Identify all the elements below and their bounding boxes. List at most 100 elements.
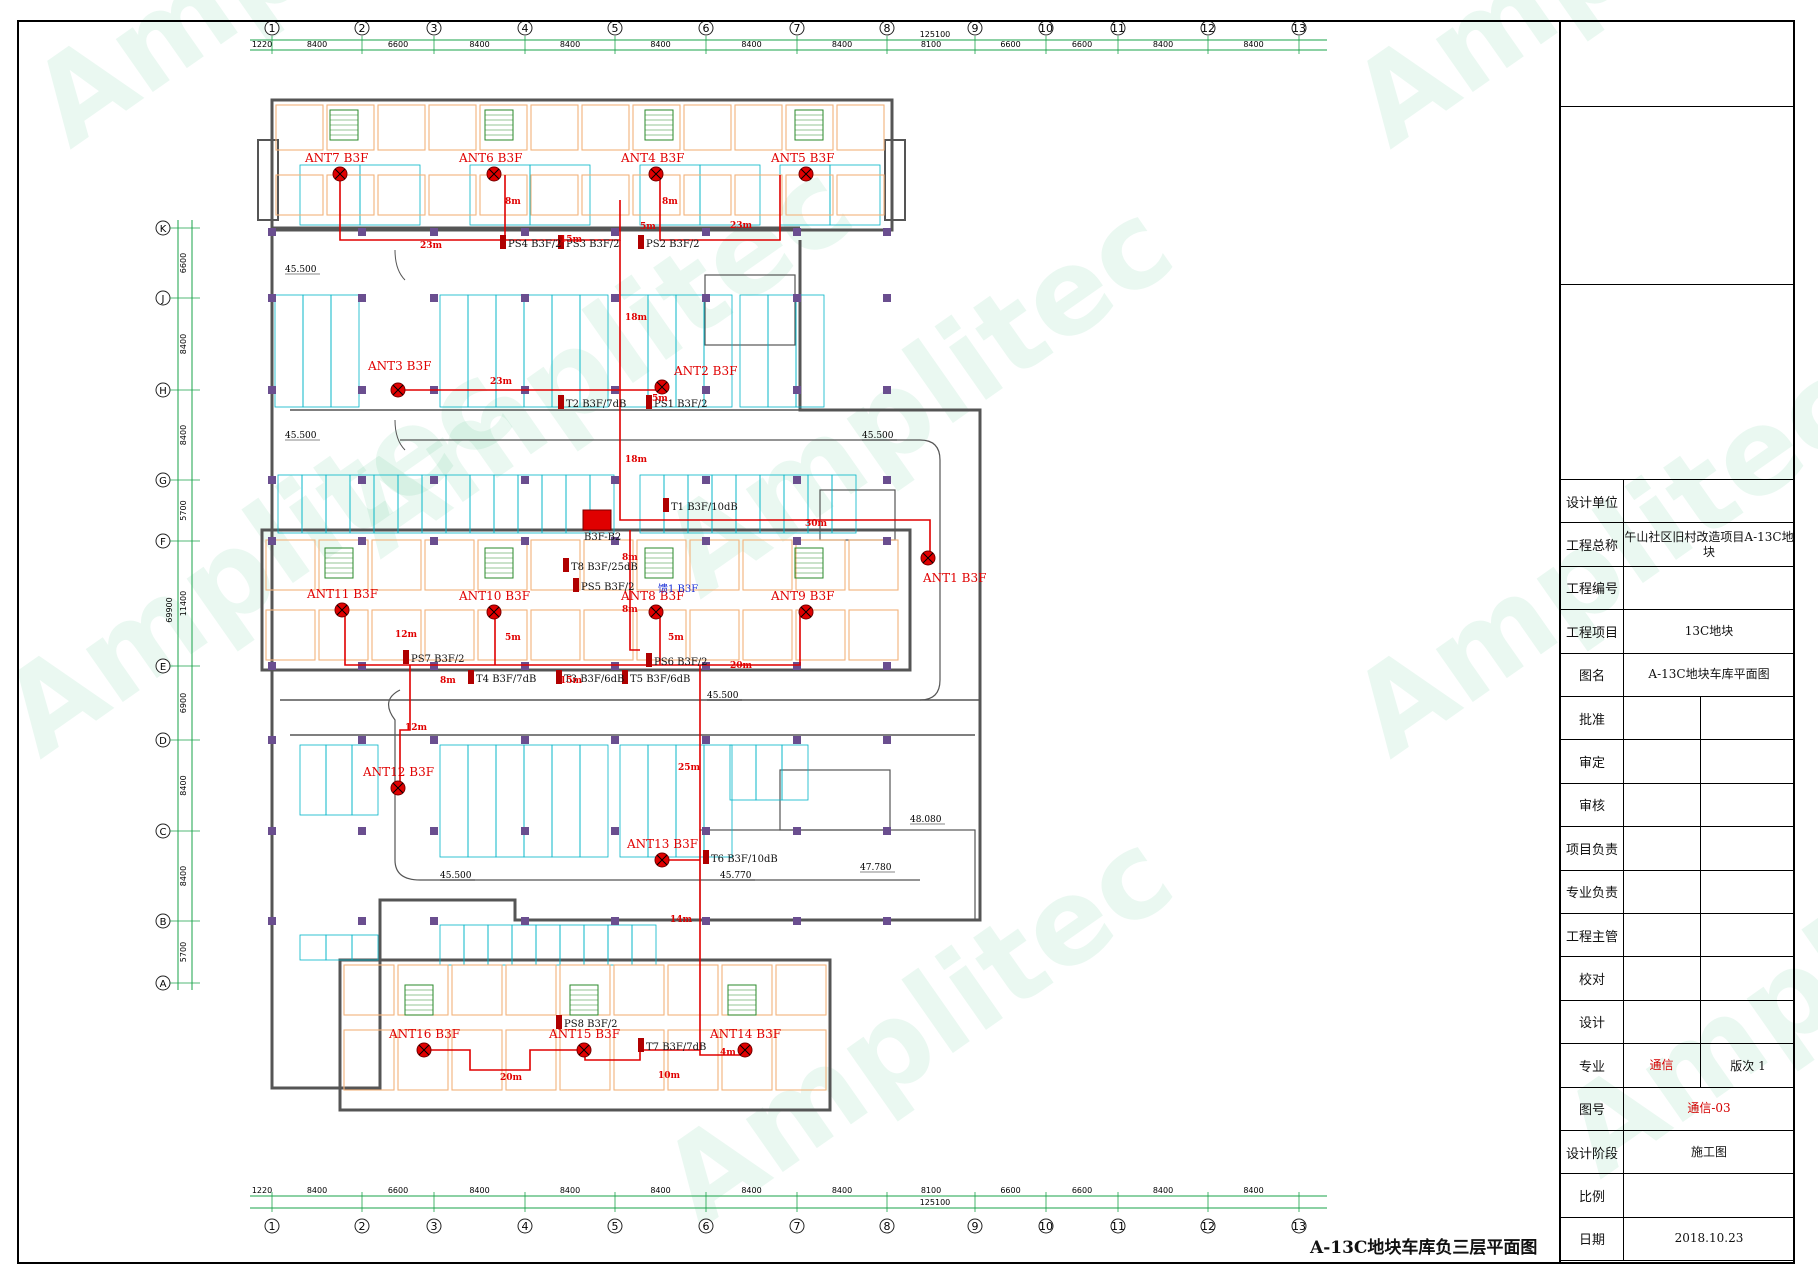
grid-column-label: 9	[972, 1220, 979, 1233]
antenna-cross	[488, 168, 500, 180]
row-spacing-label: 8400	[179, 334, 188, 354]
parking-stall	[330, 294, 360, 408]
grid-row-label: J	[161, 294, 165, 305]
antenna-cross	[800, 606, 812, 618]
cable-length-label: 5m	[668, 633, 684, 643]
ramp-arc	[394, 249, 406, 451]
room	[689, 539, 740, 591]
column	[883, 476, 891, 484]
room	[775, 964, 827, 1016]
title-block-value	[1623, 1174, 1795, 1216]
room	[795, 539, 846, 591]
column	[430, 476, 438, 484]
room	[583, 539, 634, 591]
column	[358, 736, 366, 744]
row-spacing-label: 11400	[179, 591, 188, 616]
antenna-label: ANT11 B3F	[306, 587, 378, 601]
column	[793, 386, 801, 394]
elevation-label: 47.780	[860, 863, 892, 873]
room	[275, 174, 324, 216]
room	[451, 964, 503, 1016]
cable-length-label: 8m	[505, 197, 521, 207]
title-block-signature-cell	[1701, 740, 1795, 782]
cable-route	[659, 175, 781, 241]
column-spacing-label: 6600	[1000, 1186, 1020, 1195]
rooms	[265, 104, 899, 1091]
equipment-room	[704, 274, 796, 346]
device-label: 馈1 B3F	[658, 582, 698, 595]
grid-column-label: 5	[612, 22, 619, 35]
device-label: PS1 B3F/2	[654, 399, 708, 410]
device-label: T5 B3F/6dB	[630, 674, 690, 685]
column	[611, 917, 619, 925]
column	[358, 537, 366, 545]
grid-bubble	[1200, 1218, 1216, 1234]
antenna-label: ANT3 B3F	[367, 359, 431, 373]
title-block-label: 工程项目	[1561, 610, 1624, 653]
column	[702, 476, 710, 484]
column	[268, 228, 276, 236]
column	[268, 827, 276, 835]
antenna-label: ANT14 B3F	[709, 1027, 781, 1041]
device-label: PS7 B3F/2	[411, 654, 465, 665]
room	[265, 539, 316, 591]
cable-route	[420, 1049, 700, 1071]
antenna-cross	[488, 606, 500, 618]
column	[611, 827, 619, 835]
device-label: T1 B3F/10dB	[671, 502, 738, 513]
column	[883, 827, 891, 835]
title-block-value	[1623, 740, 1701, 783]
room	[848, 609, 899, 661]
grid-column-label: 5	[612, 1220, 619, 1233]
room	[479, 104, 528, 151]
room	[451, 1029, 503, 1091]
room	[530, 609, 581, 661]
parking-stall	[589, 474, 615, 534]
cable-length-label: 12m	[405, 723, 428, 733]
column	[521, 476, 529, 484]
parking-stall	[699, 164, 761, 226]
title-block-signature-cell	[1701, 957, 1795, 999]
splitter-marker	[663, 498, 669, 512]
room	[479, 174, 528, 216]
splitter-marker	[403, 650, 409, 664]
grid-row-label: H	[159, 386, 167, 397]
room	[581, 104, 630, 151]
column-spacing-label: 8400	[307, 40, 327, 49]
room	[667, 964, 719, 1016]
title-block-signature-cell	[1701, 871, 1795, 913]
column-spacing-label: 1220	[252, 40, 272, 49]
column	[883, 736, 891, 744]
grid-column-label: 12	[1201, 1220, 1215, 1233]
splitter-marker	[703, 850, 709, 864]
title-block-row: 专业通信版次 1	[1561, 1043, 1795, 1087]
room	[530, 539, 581, 591]
grid-row-label: C	[160, 827, 167, 838]
cable-length-label: 12m	[395, 630, 418, 640]
cable-length-label: 18m	[625, 313, 648, 323]
column	[611, 662, 619, 670]
cable-routes	[339, 172, 931, 1071]
column	[268, 386, 276, 394]
grid-column-label: 4	[522, 1220, 529, 1233]
splitter-marker	[646, 395, 652, 409]
column	[793, 294, 801, 302]
column	[358, 476, 366, 484]
title-block-row: 工程主管	[1561, 913, 1795, 957]
column-spacing-label: 6600	[388, 40, 408, 49]
grid-column-label: 2	[359, 1220, 366, 1233]
title-block-value	[1623, 957, 1701, 1000]
antenna-label: ANT7 B3F	[304, 151, 368, 165]
grid-column-label: 13	[1292, 22, 1306, 35]
column	[611, 537, 619, 545]
title-block-signature-cell	[1701, 784, 1795, 826]
column-spacing-label: 1220	[252, 1186, 272, 1195]
cable-route	[699, 665, 750, 1056]
column	[358, 294, 366, 302]
residential-block-top	[270, 98, 894, 232]
title-block-signature-cell	[1701, 1001, 1795, 1043]
title-block-row: 工程总称午山社区旧村改造项目A-13C地块	[1561, 522, 1795, 566]
antenna-cross	[578, 1044, 590, 1056]
column	[702, 294, 710, 302]
grid-bubble	[426, 1218, 442, 1234]
